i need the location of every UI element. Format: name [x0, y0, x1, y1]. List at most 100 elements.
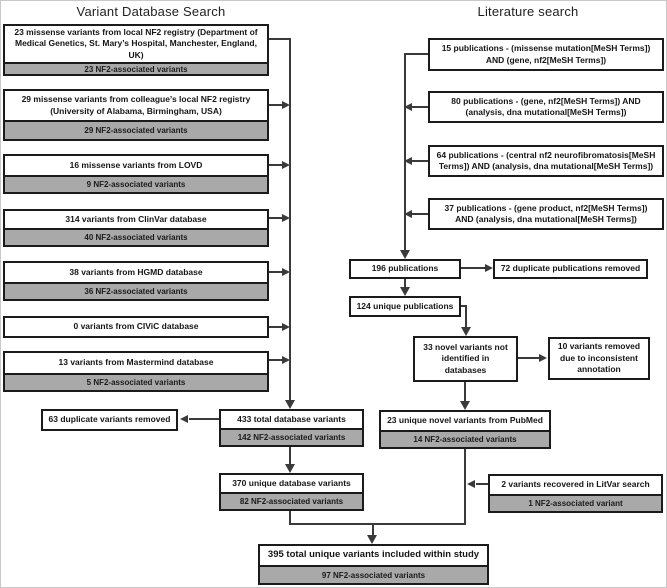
connector-line — [269, 326, 282, 328]
box-total-database-variants: 433 total database variants 142 NF2-asso… — [219, 409, 364, 447]
connector-line — [372, 525, 374, 536]
box-colleague-nf2-registry: 29 missense variants from colleague’s lo… — [3, 89, 269, 141]
box-label: 124 unique publications — [356, 300, 454, 311]
connector-line — [412, 106, 428, 108]
box-unique-publications: 124 unique publications — [349, 296, 461, 317]
nf2-count-badge: 23 NF2-associated variants — [5, 62, 267, 74]
box-label: 63 duplicate variants removed — [48, 414, 171, 425]
box-civic: 0 variants from CIViC database — [3, 316, 269, 338]
arrowhead-down-icon — [400, 287, 410, 296]
box-inconsistent-annotation-removed: 10 variants removed due to inconsistent … — [548, 337, 650, 380]
connector-line — [464, 382, 466, 402]
box-label: 33 novel variants not identified in data… — [423, 341, 508, 375]
box-label: 13 variants from Mastermind database — [58, 357, 214, 368]
connector-line — [404, 279, 406, 288]
arrowhead-right-icon — [282, 161, 290, 169]
arrowhead-right-icon — [282, 356, 290, 364]
connector-line — [404, 53, 406, 251]
connector-line — [269, 38, 291, 40]
arrowhead-down-icon — [400, 250, 410, 259]
connector-line — [412, 160, 428, 162]
nf2-count-badge: 82 NF2-associated variants — [221, 492, 362, 509]
box-lovd: 16 missense variants from LOVD 9 NF2-ass… — [3, 154, 269, 194]
box-query-missense-mutation: 15 publications - (missense mutation[MeS… — [428, 38, 664, 71]
box-publications-total: 196 publications — [349, 259, 461, 279]
connector-line — [461, 305, 467, 307]
arrowhead-right-icon — [539, 354, 547, 362]
connector-line — [289, 38, 291, 402]
connector-line — [465, 305, 467, 328]
nf2-count-badge: 29 NF2-associated variants — [5, 120, 267, 139]
connector-line — [289, 447, 291, 465]
nf2-count-badge: 5 NF2-associated variants — [5, 373, 267, 390]
arrowhead-down-icon — [285, 400, 295, 409]
arrowhead-right-icon — [282, 101, 290, 109]
box-label: 23 unique novel variants from PubMed — [387, 415, 543, 426]
arrowhead-right-icon — [282, 323, 290, 331]
box-label: 37 publications - (gene product, nf2[MeS… — [444, 202, 648, 224]
nf2-count-badge: 97 NF2-associated variants — [260, 565, 487, 583]
box-label: 433 total database variants — [237, 413, 346, 424]
arrowhead-left-icon — [180, 415, 188, 423]
box-novel-variants: 33 novel variants not identified in data… — [413, 336, 518, 382]
arrowhead-down-icon — [367, 535, 377, 544]
connector-line — [289, 523, 466, 525]
nf2-count-badge: 40 NF2-associated variants — [5, 228, 267, 245]
box-label: 80 publications - (gene, nf2[MeSH Terms]… — [451, 95, 641, 117]
connector-line — [269, 104, 282, 106]
box-label: 395 total unique variants included withi… — [267, 549, 480, 561]
connector-line — [461, 267, 485, 269]
arrowhead-right-icon — [485, 264, 493, 272]
connector-line — [412, 213, 428, 215]
box-mastermind: 13 variants from Mastermind database 5 N… — [3, 351, 269, 392]
box-label: 10 variants removed due to inconsistent … — [557, 341, 641, 375]
arrowhead-down-icon — [285, 464, 295, 473]
box-unique-database-variants: 370 unique database variants 82 NF2-asso… — [219, 473, 364, 511]
nf2-count-badge: 9 NF2-associated variants — [5, 175, 267, 192]
box-litvar-recovered: 2 variants recovered in LitVar search 1 … — [488, 474, 663, 513]
connector-line — [289, 511, 291, 525]
box-query-central-nf2: 64 publications - (central nf2 neurofibr… — [428, 145, 664, 177]
box-label: 16 missense variants from LOVD — [69, 159, 203, 170]
box-duplicate-variants-removed: 63 duplicate variants removed — [41, 409, 178, 431]
box-label: 2 variants recovered in LitVar search — [501, 479, 650, 490]
connector-line — [476, 483, 488, 485]
connector-line — [464, 449, 466, 525]
arrowhead-left-icon — [404, 103, 412, 111]
box-label: 370 unique database variants — [232, 477, 351, 488]
box-label: 38 variants from HGMD database — [69, 266, 203, 277]
connector-line — [269, 271, 282, 273]
left-column-title: Variant Database Search — [76, 4, 226, 19]
arrowhead-left-icon — [467, 480, 475, 488]
box-label: 0 variants from CIViC database — [73, 321, 199, 332]
nf2-count-badge: 1 NF2-associated variant — [490, 494, 661, 511]
box-label: 196 publications — [371, 263, 439, 274]
box-label: 314 variants from ClinVar database — [65, 213, 207, 224]
nf2-count-badge: 142 NF2-associated variants — [221, 428, 362, 445]
box-pubmed-novel-variants: 23 unique novel variants from PubMed 14 … — [379, 410, 551, 449]
connector-line — [269, 164, 282, 166]
box-duplicate-publications-removed: 72 duplicate publications removed — [493, 259, 648, 279]
box-query-gene-nf2: 80 publications - (gene, nf2[MeSH Terms]… — [428, 91, 664, 123]
box-label: 15 publications - (missense mutation[MeS… — [441, 43, 651, 65]
arrowhead-down-icon — [461, 327, 471, 336]
box-hgmd: 38 variants from HGMD database 36 NF2-as… — [3, 261, 269, 301]
box-clinvar: 314 variants from ClinVar database 40 NF… — [3, 209, 269, 247]
right-column-title: Literature search — [477, 4, 579, 19]
box-final-total-variants: 395 total unique variants included withi… — [258, 544, 489, 585]
arrowhead-left-icon — [404, 210, 412, 218]
box-label: 64 publications - (central nf2 neurofibr… — [436, 149, 656, 171]
connector-line — [189, 418, 219, 420]
connector-line — [518, 357, 539, 359]
nf2-count-badge: 14 NF2-associated variants — [381, 430, 549, 447]
nf2-count-badge: 36 NF2-associated variants — [5, 282, 267, 299]
connector-line — [269, 217, 282, 219]
connector-line — [404, 53, 428, 55]
connector-line — [269, 359, 282, 361]
box-local-nf2-registry: 23 missense variants from local NF2 regi… — [3, 24, 269, 76]
arrowhead-left-icon — [404, 157, 412, 165]
box-label: 29 missense variants from colleague’s lo… — [21, 94, 251, 116]
box-label: 23 missense variants from local NF2 regi… — [14, 27, 258, 60]
arrowhead-down-icon — [460, 401, 470, 410]
